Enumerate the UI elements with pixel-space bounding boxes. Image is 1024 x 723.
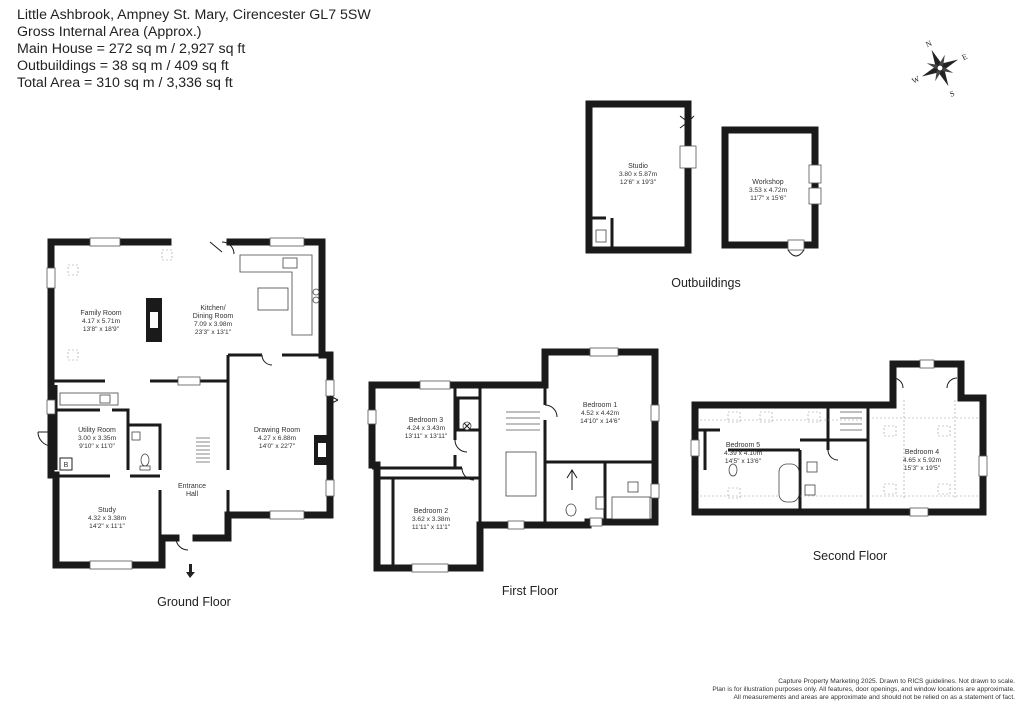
workshop-name: Workshop (752, 179, 783, 186)
kitchen-dim-m: 7.09 x 3.98m (194, 321, 233, 328)
outbuildings-area: Outbuildings = 38 sq m / 409 sq ft (17, 58, 229, 74)
bedroom-1-dim-ft: 14'10" x 14'6" (580, 418, 620, 425)
workshop-dim-ft: 11'7" x 15'6" (750, 195, 786, 202)
compass-n: N (924, 39, 933, 50)
compass-s: S (948, 89, 956, 99)
bedroom-4-dim-m: 4.65 x 5.92m (903, 457, 942, 464)
second-floor-plan (690, 359, 988, 517)
bedroom-2-dim-ft: 11'11" x 11'1" (412, 524, 451, 531)
bedroom-3-name: Bedroom 3 (409, 417, 443, 424)
bedroom-3-dim-m: 4.24 x 3.43m (407, 425, 446, 432)
study-name: Study (98, 507, 116, 514)
address-title: Little Ashbrook, Ampney St. Mary, Cirenc… (17, 7, 371, 23)
study-dim-m: 4.32 x 3.38m (88, 515, 127, 522)
compass-icon: N E S W (910, 39, 969, 99)
footer-line-1: Capture Property Marketing 2025. Drawn t… (778, 678, 1015, 685)
entrance-arrow-icon (186, 564, 195, 578)
family-room-name: Family Room (80, 310, 121, 317)
ground-floor-plan (37, 237, 339, 570)
total-area: Total Area = 310 sq m / 3,336 sq ft (17, 75, 233, 91)
bedroom-5-dim-ft: 14'5" x 13'6" (725, 458, 762, 465)
study-dim-ft: 14'2" x 11'1" (89, 523, 125, 530)
studio-dim-m: 3.80 x 5.87m (619, 171, 658, 178)
bedroom-1-dim-m: 4.52 x 4.42m (581, 410, 620, 417)
drawing-room-dim-ft: 14'0" x 22'7" (259, 443, 296, 450)
bedroom-4-name: Bedroom 4 (905, 449, 939, 456)
bedroom-2-dim-m: 3.62 x 3.38m (412, 516, 451, 523)
footer-line-2: Plan is for illustration purposes only. … (712, 686, 1015, 693)
family-room-dim-ft: 13'8" x 18'9" (83, 326, 120, 333)
compass-e: E (961, 52, 969, 62)
entrance-hall-name: Entrance (178, 483, 206, 490)
kitchen-dim-ft: 23'3" x 13'1" (195, 329, 232, 336)
boiler-label: B (64, 462, 69, 469)
outbuildings-label: Outbuildings (671, 276, 741, 290)
utility-room-name: Utility Room (78, 427, 116, 434)
family-room-dim-m: 4.17 x 5.71m (82, 318, 121, 325)
first-floor-label: First Floor (502, 584, 558, 598)
first-floor-plan (367, 347, 660, 573)
bedroom-2-name: Bedroom 2 (414, 508, 448, 515)
bedroom-3-dim-ft: 13'11" x 13'11" (405, 433, 448, 440)
workshop-dim-m: 3.53 x 4.72m (749, 187, 788, 194)
ground-floor-label: Ground Floor (157, 595, 231, 609)
bedroom-5-dim-m: 4.39 x 4.10m (724, 450, 763, 457)
bedroom-5-name: Bedroom 5 (726, 442, 760, 449)
utility-room-dim-m: 3.00 x 3.35m (78, 435, 117, 442)
drawing-room-dim-m: 4.27 x 6.88m (258, 435, 297, 442)
studio-name: Studio (628, 163, 648, 170)
studio-dim-ft: 12'6" x 19'3" (620, 179, 657, 186)
studio-plan (585, 100, 697, 254)
main-house-area: Main House = 272 sq m / 2,927 sq ft (17, 41, 246, 57)
workshop-plan (721, 126, 822, 257)
gia-heading: Gross Internal Area (Approx.) (17, 24, 202, 40)
compass-w: W (910, 74, 921, 86)
bedroom-1-name: Bedroom 1 (583, 402, 617, 409)
bedroom-4-dim-ft: 15'3" x 19'5" (904, 465, 941, 472)
kitchen-name: Kitchen/ (200, 305, 225, 312)
footer-line-3: All measurements and areas are approxima… (734, 694, 1016, 701)
entrance-hall-name-2: Hall (186, 491, 199, 498)
drawing-room-name: Drawing Room (254, 427, 300, 434)
utility-room-dim-ft: 9'10" x 11'0" (79, 443, 115, 450)
second-floor-label: Second Floor (813, 549, 887, 563)
kitchen-name-2: Dining Room (193, 313, 234, 320)
